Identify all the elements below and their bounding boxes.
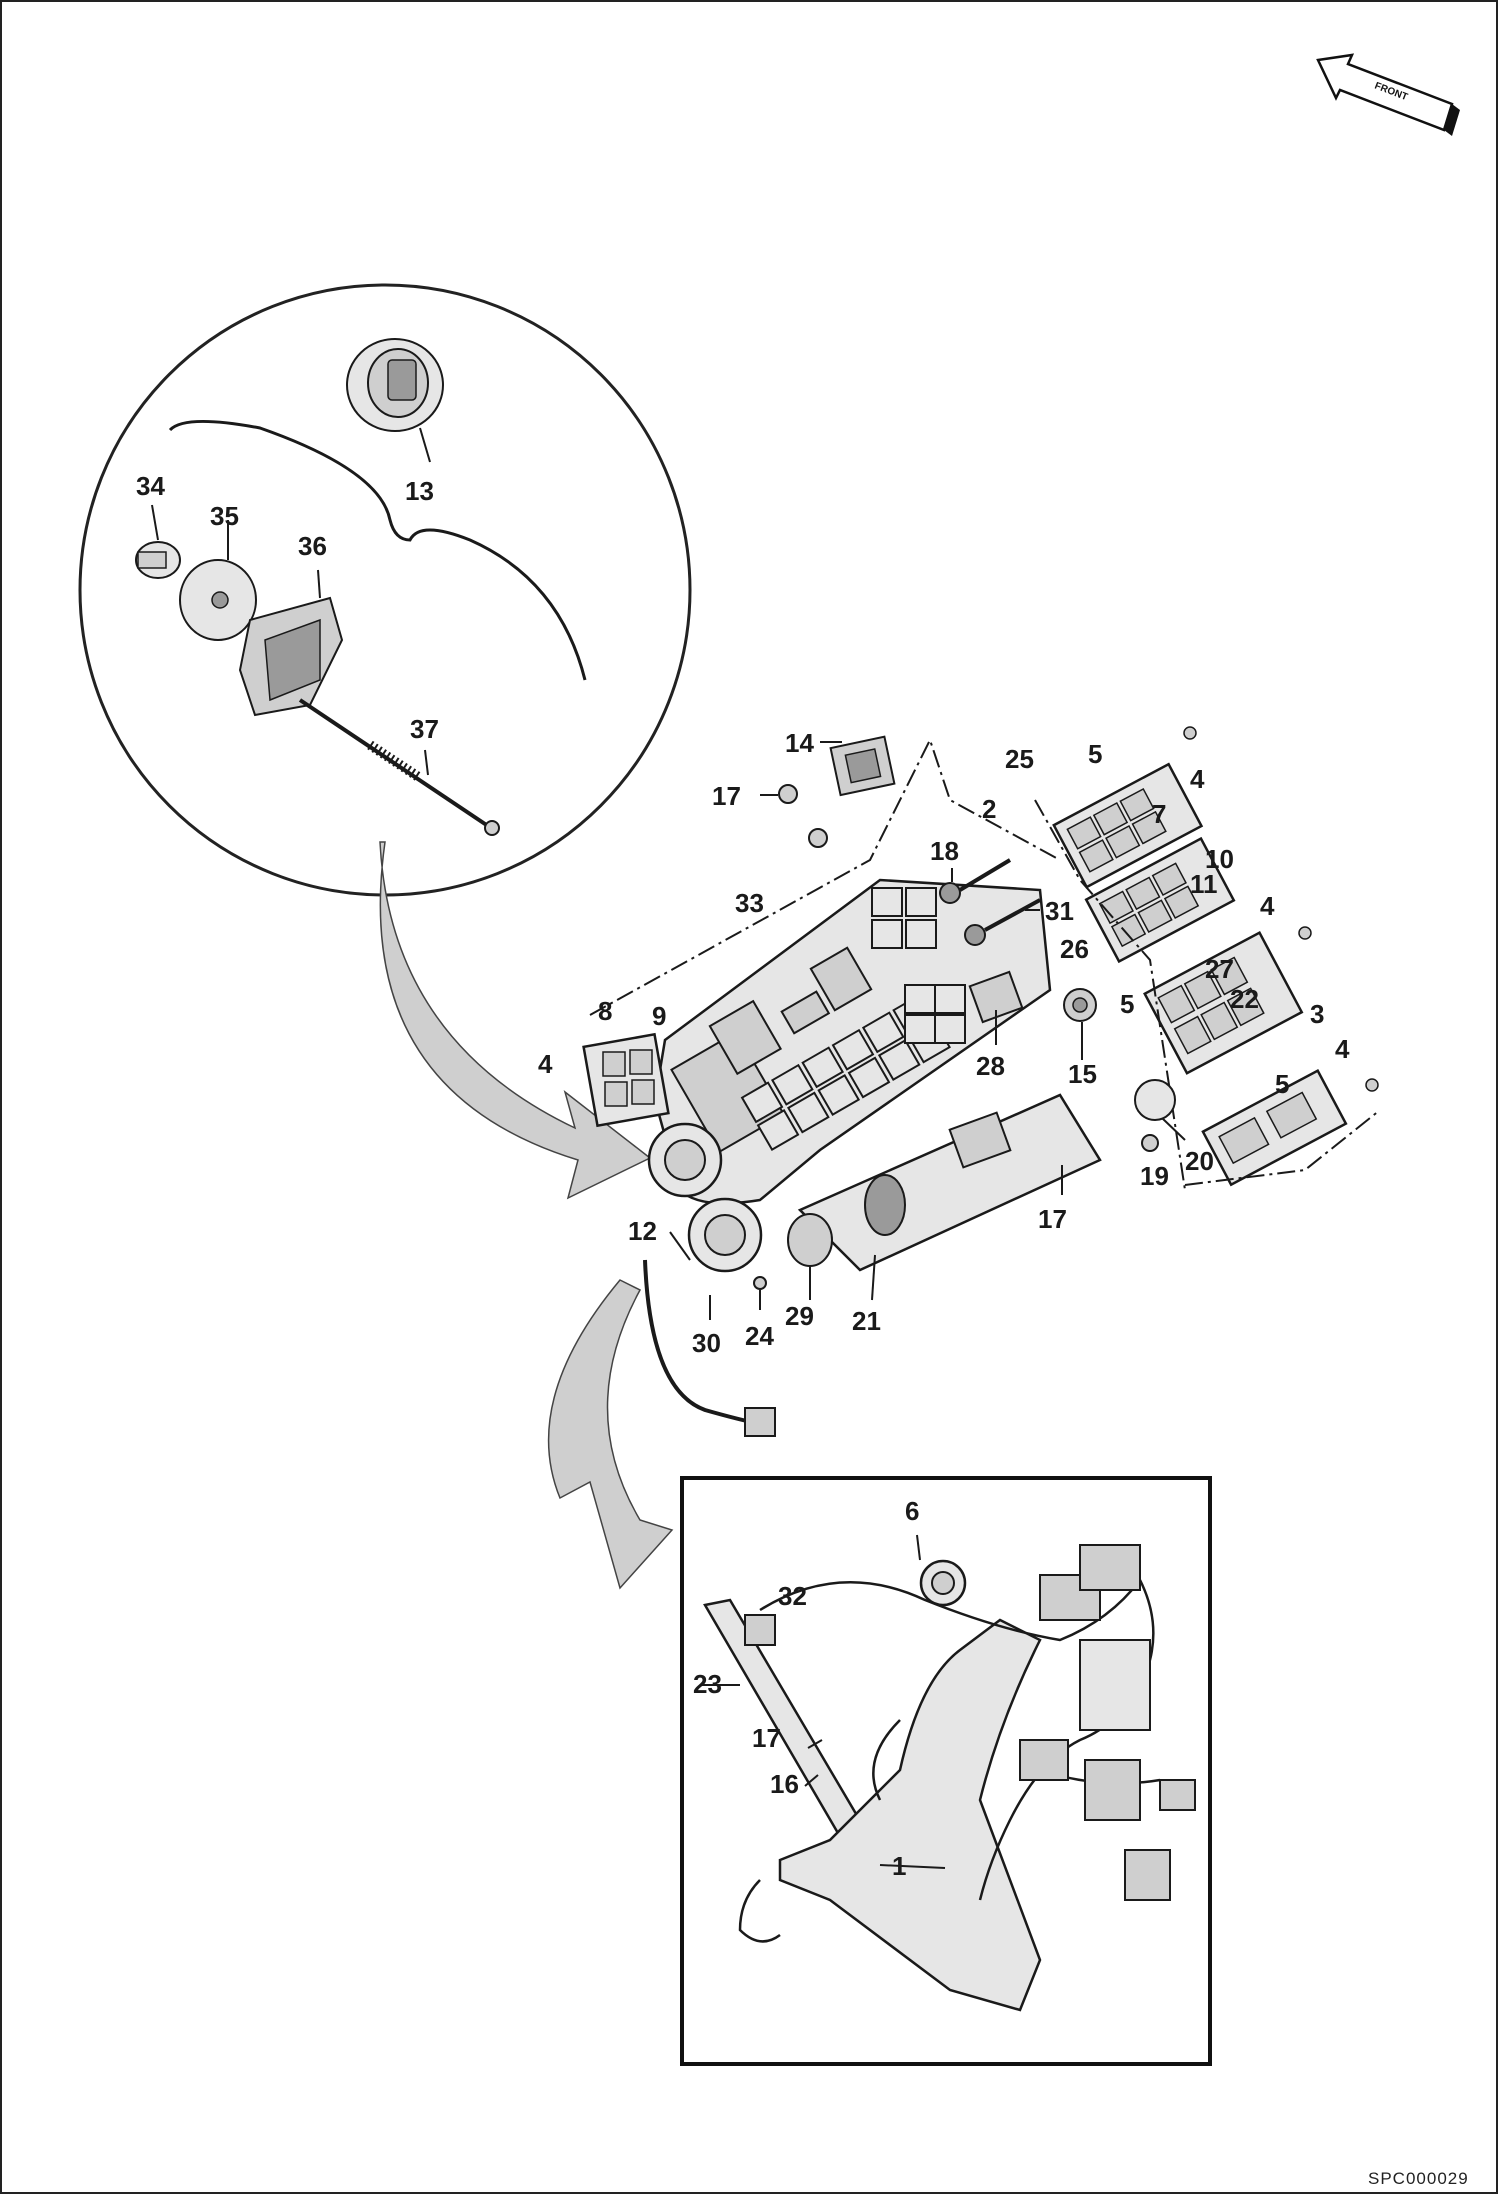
part-14-shape [820,735,896,797]
detail-box-harness [680,1476,1212,2066]
callout-7: 7 [1152,799,1166,829]
callout-32: 32 [778,1581,807,1611]
callout-17-a: 17 [712,781,741,811]
part-34-shape [135,504,181,579]
part-29-21-column [787,1093,1102,1301]
callout-17-b: 17 [1038,1204,1067,1234]
callout-labels: 13 34 35 36 37 14 17 18 2 25 5 4 7 10 11… [136,471,1350,1881]
callout-37: 37 [410,714,439,744]
callout-14: 14 [785,728,814,758]
callout-6: 6 [905,1496,919,1526]
callout-20: 20 [1185,1146,1214,1176]
callout-30: 30 [692,1328,721,1358]
callout-8: 8 [598,996,612,1026]
callout-24: 24 [745,1321,774,1351]
callout-10: 10 [1205,844,1234,874]
callout-16: 16 [770,1769,799,1799]
detail-circle-window-motor [78,283,692,897]
dashboard-assembly [582,726,1381,1437]
brace-line [168,420,587,681]
part-13-shape [346,338,444,463]
callout-26: 26 [1060,934,1089,964]
callout-5-b: 5 [1120,989,1134,1019]
callout-34: 34 [136,471,165,501]
detail-pointer-arrow [379,841,652,1200]
front-direction-arrow-icon: FRONT [1316,53,1460,136]
callout-18: 18 [930,836,959,866]
callout-31: 31 [1045,896,1074,926]
callout-4-b: 4 [1260,891,1275,921]
callout-35: 35 [210,501,239,531]
part-28-shape [968,970,1024,1045]
part-17-nut-a [778,784,798,804]
callout-28: 28 [976,1051,1005,1081]
callout-4-d: 4 [1335,1034,1350,1064]
right-switch-modules [1034,726,1379,1191]
harness-pointer-arrow [547,1279,674,1590]
callout-22: 22 [1230,984,1259,1014]
part-15-shape [1063,988,1097,1060]
callout-3: 3 [1310,999,1324,1029]
part-30-24-harness [643,1259,776,1437]
callout-4-a: 4 [1190,764,1205,794]
callout-19: 19 [1140,1161,1169,1191]
callout-2: 2 [982,794,996,824]
callout-17-c: 17 [752,1723,781,1753]
callout-27: 27 [1205,954,1234,984]
callout-5-a: 5 [1088,739,1102,769]
callout-36: 36 [298,531,327,561]
nut-b [808,828,828,848]
callout-29: 29 [785,1301,814,1331]
reference-code: SPC000029 [1368,2169,1469,2188]
callout-13: 13 [405,476,434,506]
part-36-shape [238,569,344,717]
part-8-9-switch-block [582,1032,670,1128]
part-35-shape [179,520,257,641]
callout-5-c: 5 [1275,1069,1289,1099]
panel-right-switches [871,887,966,1044]
callout-4-c: 4 [538,1049,553,1079]
callout-25: 25 [1005,744,1034,774]
callout-23: 23 [693,1669,722,1699]
callout-9: 9 [652,1001,666,1031]
callout-12: 12 [628,1216,657,1246]
callout-11: 11 [1190,869,1218,899]
part-19-20-shape [1134,1079,1381,1186]
callout-1: 1 [892,1851,906,1881]
callout-15: 15 [1068,1059,1097,1089]
part-18-shape [939,858,1012,904]
callout-21: 21 [852,1306,881,1336]
callout-33: 33 [735,888,764,918]
part-37-cable [298,698,500,836]
part-31-shape [964,898,1041,946]
part-12-dials [647,1122,763,1273]
